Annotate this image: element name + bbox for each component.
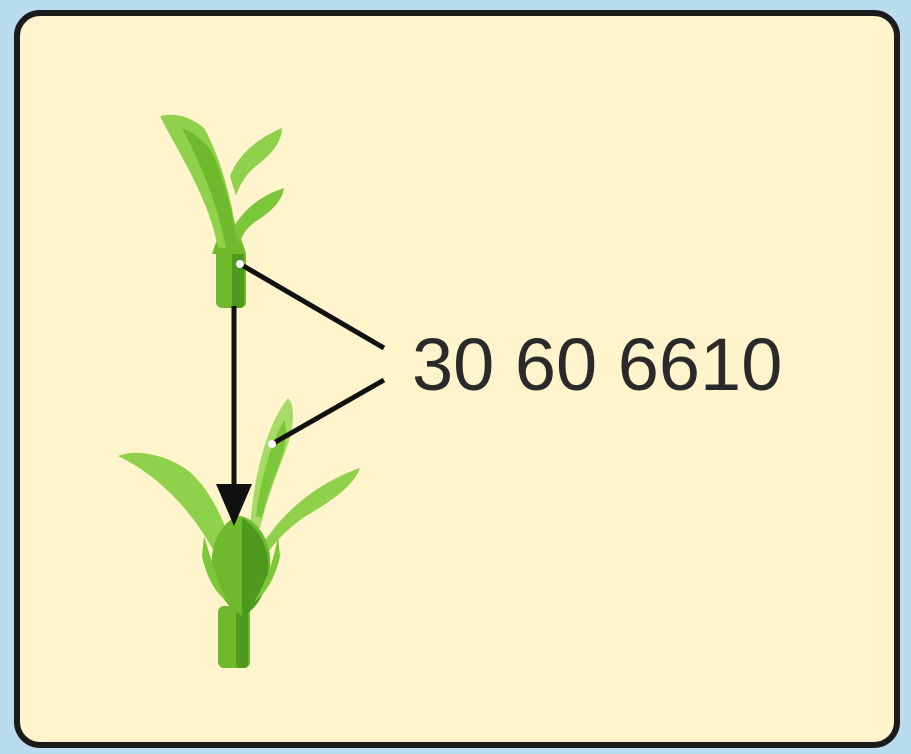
plant-leaves-bottom-icon bbox=[118, 398, 360, 668]
assembly-illustration bbox=[118, 114, 386, 668]
assembly-arrow-icon bbox=[216, 306, 252, 526]
instruction-panel: 30 60 6610 bbox=[14, 10, 900, 748]
part-number-label: 30 60 6610 bbox=[412, 323, 783, 406]
plant-leaves-top-icon bbox=[160, 114, 284, 308]
callout-lines bbox=[236, 260, 386, 448]
